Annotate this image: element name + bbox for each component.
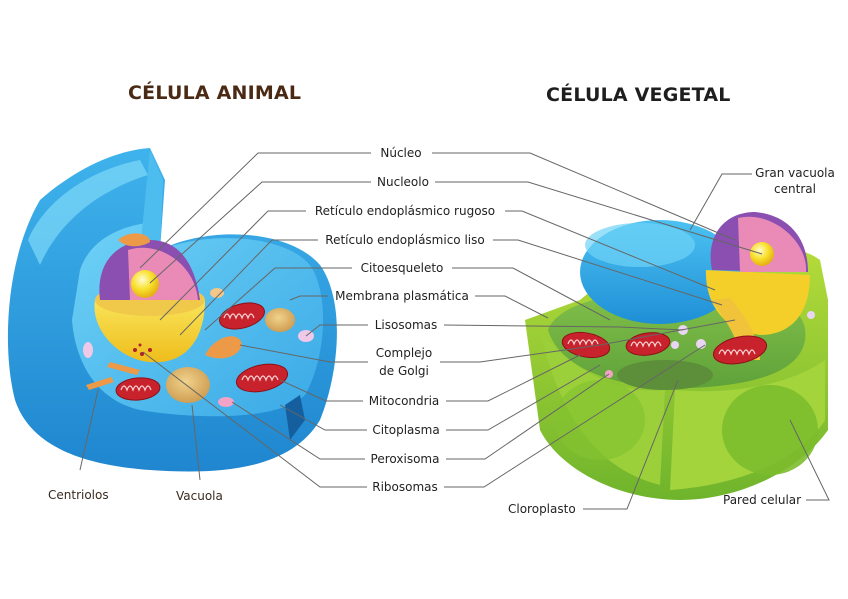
label-de-golgi: de Golgi — [379, 364, 429, 378]
leader-rel-plant — [493, 239, 723, 306]
leader-centriolos — [79, 389, 99, 471]
animal-vacuole — [166, 367, 210, 403]
leader-citoplasma-plant — [446, 364, 601, 431]
plant-lysosomes — [605, 311, 815, 378]
leader-membrana-animal — [289, 295, 328, 301]
leader-mitocondria-plant — [446, 354, 581, 402]
leader-nucleolo-plant — [435, 181, 763, 255]
label-lisosomas: Lisosomas — [374, 318, 438, 332]
leader-peroxisoma-plant — [446, 373, 610, 460]
leader-gran-vacuola — [689, 173, 752, 231]
label-central: central — [774, 182, 816, 196]
leader-peroxisoma-animal — [231, 401, 365, 460]
label-vacuola: Vacuola — [176, 489, 223, 503]
leader-nucleolo-animal — [149, 181, 371, 284]
leader-golgi-animal — [239, 344, 368, 363]
label-reticulo-rugoso: Retículo endoplásmico rugoso — [314, 204, 496, 218]
label-membrana-plasmatica: Membrana plasmática — [335, 289, 469, 303]
leader-lisosomas-plant — [443, 324, 684, 331]
label-mitocondria: Mitocondria — [368, 394, 440, 408]
leader-nucleo-plant — [432, 152, 736, 241]
animal-cell-title: CÉLULA ANIMAL — [128, 82, 302, 104]
label-nucleo: Núcleo — [380, 146, 422, 160]
label-pared-celular: Pared celular — [723, 493, 802, 507]
leader-rel-animal — [179, 239, 318, 336]
label-complejo: Complejo — [375, 346, 433, 360]
leader-vacuola — [191, 404, 201, 481]
leader-membrana-plant — [475, 295, 549, 319]
leader-rer-plant — [505, 210, 716, 291]
leader-citoesqueleto-animal — [204, 267, 352, 331]
leader-cloroplasto — [583, 379, 679, 510]
leader-citoesqueleto-plant — [452, 267, 611, 321]
leader-golgi-plant — [440, 319, 736, 363]
animal-golgi — [86, 233, 242, 390]
plant-chloroplast — [617, 360, 713, 390]
leader-ribosomas-plant — [444, 344, 706, 488]
label-ribosomas: Ribosomas — [372, 480, 438, 494]
label-citoplasma: Citoplasma — [372, 423, 440, 437]
label-citoesqueleto: Citoesqueleto — [360, 261, 444, 275]
leader-mitocondria-animal — [279, 379, 363, 402]
animal-nucleus — [94, 240, 205, 363]
leader-pared-celular — [789, 419, 830, 501]
animal-lysosomes — [83, 288, 314, 407]
label-peroxisoma: Peroxisoma — [370, 452, 440, 466]
leader-citoplasma-animal — [279, 404, 367, 431]
leader-rer-animal — [159, 210, 306, 321]
leader-ribosomas-animal — [142, 351, 367, 488]
leader-lisosomas-animal — [305, 324, 368, 337]
label-reticulo-liso: Retículo endoplásmico liso — [325, 233, 485, 247]
label-cloroplasto: Cloroplasto — [508, 502, 576, 516]
leader-nucleo-animal — [139, 152, 371, 269]
plant-cell-title: CÉLULA VEGETAL — [546, 84, 731, 106]
label-centriolos: Centriolos — [48, 488, 109, 502]
label-gran-vacuola: Gran vacuola — [755, 166, 835, 180]
label-nucleolo: Nucleolo — [377, 175, 429, 189]
